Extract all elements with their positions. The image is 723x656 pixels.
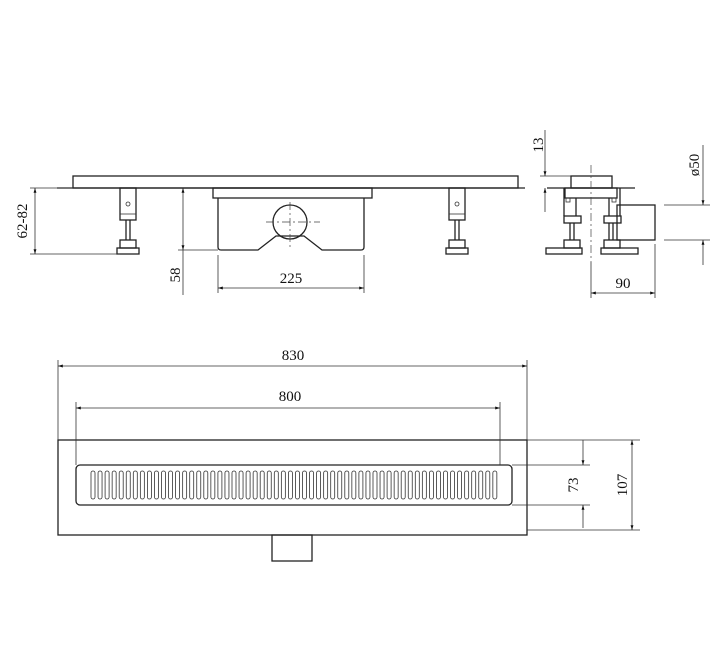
dimension-height-adjust: 62-82 xyxy=(15,187,120,255)
grate-slot xyxy=(287,470,293,500)
grate-slot xyxy=(323,470,329,500)
dimension-body-depth: 58 xyxy=(168,188,218,295)
grate-outline xyxy=(75,464,513,506)
grate-slot xyxy=(259,470,265,500)
grate-slot xyxy=(168,470,173,500)
grate-slot xyxy=(196,470,202,500)
grate-slot xyxy=(217,470,223,500)
grate-slot xyxy=(189,470,195,500)
grate-slot xyxy=(309,470,314,500)
leveling-foot-left xyxy=(116,187,140,255)
leveling-foot-right xyxy=(445,187,469,255)
grate-slot xyxy=(302,470,307,500)
grate-slot xyxy=(273,470,279,500)
grate-slot xyxy=(252,470,258,500)
dimension-label: 73 xyxy=(566,478,582,493)
dimension-grate-length: 800 xyxy=(75,389,501,465)
grate-slot xyxy=(132,470,138,500)
grate-slot xyxy=(203,470,209,500)
grate-slot xyxy=(478,470,484,500)
grate-slot xyxy=(421,470,427,500)
grate-slot xyxy=(146,470,152,500)
outlet-pipe xyxy=(616,204,656,241)
grate-slot xyxy=(175,470,181,500)
grate-slot xyxy=(280,470,286,500)
grate-slot xyxy=(316,470,322,500)
grate-slot xyxy=(400,470,406,500)
grate-slot xyxy=(344,470,350,500)
grate-slot xyxy=(471,470,477,500)
end-view: 13 ø50 90 xyxy=(531,130,710,298)
dimension-grate-thickness: 13 xyxy=(531,130,571,212)
grate-slot xyxy=(154,470,159,500)
dimension-label: 107 xyxy=(615,473,631,496)
grate-slot xyxy=(414,470,420,500)
drain-body xyxy=(212,187,373,251)
grate-slot xyxy=(372,470,378,500)
grate-slot xyxy=(90,470,96,500)
grate-slot xyxy=(224,470,230,500)
grate-slot xyxy=(436,470,441,500)
grate-slot xyxy=(111,470,117,500)
dimension-label: 13 xyxy=(531,138,547,153)
dimension-outlet-diameter: ø50 xyxy=(664,145,710,265)
dimension-label: 830 xyxy=(282,348,305,364)
grate-slot xyxy=(245,470,251,500)
grate-slot xyxy=(485,470,491,500)
grate-slot xyxy=(386,470,392,500)
grate-slot xyxy=(443,470,448,500)
grate-slot xyxy=(139,470,145,500)
grate-slot xyxy=(407,470,413,500)
dimension-label: 800 xyxy=(279,389,302,405)
top-view: 830 800 73 107 xyxy=(57,348,640,562)
grate-top-plate xyxy=(72,175,519,189)
grate-slot xyxy=(238,470,244,500)
grate-slot xyxy=(295,470,300,500)
grate-slot xyxy=(428,470,434,500)
outlet-stub xyxy=(271,534,313,562)
dimension-body-width: 225 xyxy=(217,255,365,293)
grate-slot xyxy=(161,470,166,500)
dimension-label: 58 xyxy=(168,268,184,283)
dimension-label: 62-82 xyxy=(15,204,31,239)
grate-slot xyxy=(365,470,371,500)
dimension-grate-width: 73 xyxy=(512,440,590,528)
dimension-label: 90 xyxy=(616,276,631,292)
grate-slot xyxy=(393,470,399,500)
grate-slot xyxy=(118,470,124,500)
grate-slot xyxy=(104,470,110,500)
grate-slot xyxy=(457,470,463,500)
dimension-overall-width: 107 xyxy=(527,439,640,531)
grate-slot xyxy=(450,470,455,500)
grate-slot xyxy=(337,470,343,500)
grate-slot xyxy=(330,470,336,500)
dimension-label: ø50 xyxy=(687,154,703,177)
grate-slot xyxy=(379,470,385,500)
grate-slot xyxy=(125,470,131,500)
dimension-overall-length: 830 xyxy=(57,348,528,440)
dimension-label: 225 xyxy=(280,271,303,287)
grate-slot xyxy=(492,470,498,500)
grate-slot xyxy=(210,470,216,500)
dimension-outlet-offset: 90 xyxy=(590,244,656,298)
grate-slot xyxy=(231,470,237,500)
grate-slot xyxy=(182,470,188,500)
grate-slot xyxy=(351,470,357,500)
grate-slot xyxy=(266,470,272,500)
grate-slots xyxy=(90,470,498,500)
grate-slot xyxy=(97,470,103,500)
side-view: 62-82 58 225 xyxy=(15,175,525,295)
grate-slot xyxy=(358,470,364,500)
grate-slot xyxy=(464,470,470,500)
